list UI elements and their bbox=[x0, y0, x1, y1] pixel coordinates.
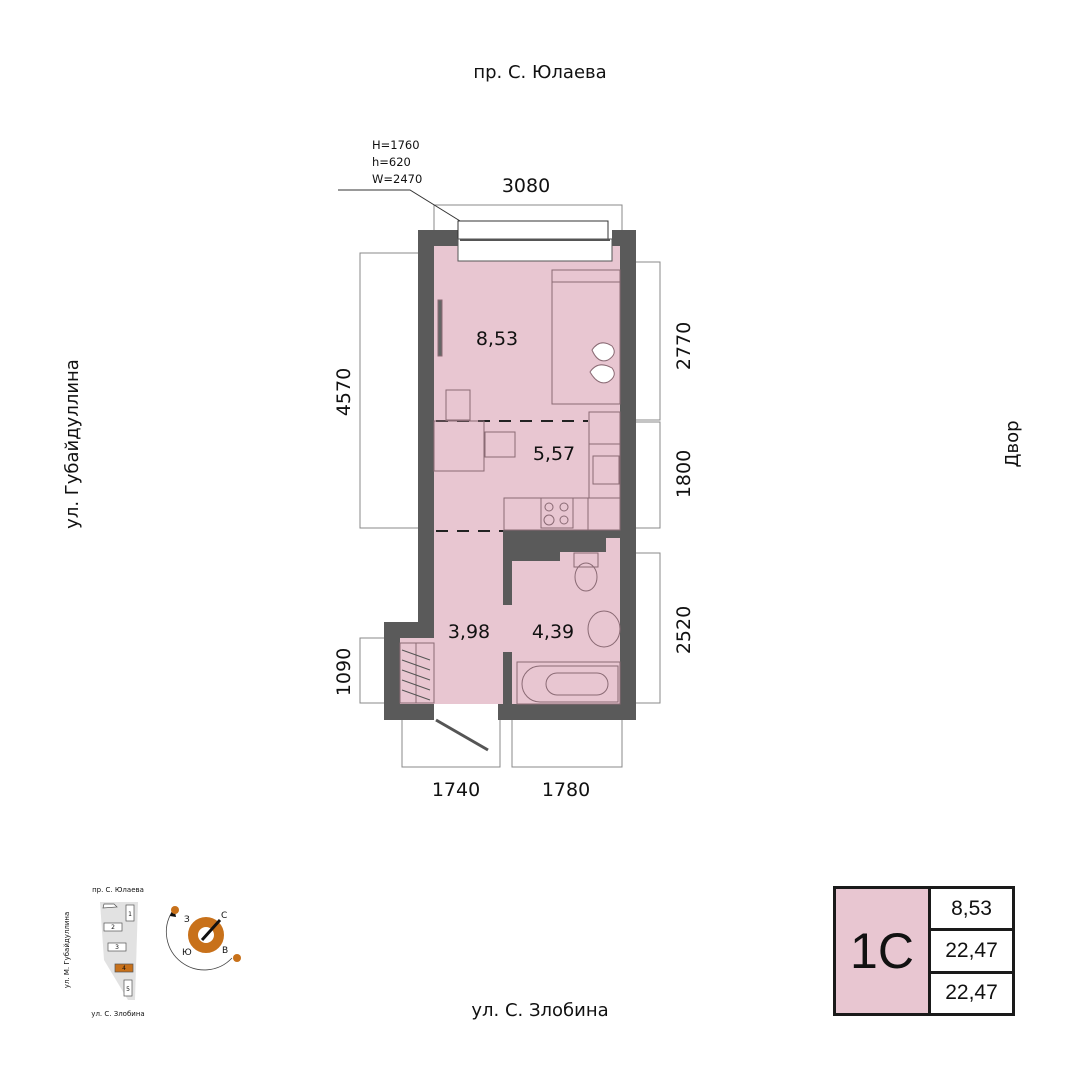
walls bbox=[384, 230, 636, 720]
dim-bottom-1: 1740 bbox=[432, 779, 480, 801]
dim-left-main: 4570 bbox=[333, 368, 355, 416]
site-top-street: пр. С. Юлаева bbox=[92, 886, 144, 894]
table bbox=[433, 420, 485, 472]
building-3: 3 bbox=[115, 944, 119, 951]
living-area-value: 8,53 bbox=[931, 889, 1012, 932]
dim-bottom-2: 1780 bbox=[542, 779, 590, 801]
building-2: 2 bbox=[111, 924, 115, 931]
entrance-door bbox=[435, 718, 489, 752]
window-note-h: h=620 bbox=[372, 155, 411, 169]
building-1: 1 bbox=[128, 911, 132, 918]
washbasin-icon bbox=[587, 610, 621, 648]
chair bbox=[445, 389, 471, 421]
apartment-legend: 1С 8,53 22,47 22,47 bbox=[833, 886, 1015, 1016]
dimension-lines bbox=[338, 189, 661, 768]
tv bbox=[437, 299, 443, 357]
street-top: пр. С. Юлаева bbox=[473, 62, 606, 83]
room-area-kitchen: 5,57 bbox=[533, 443, 575, 465]
north-arrow-icon bbox=[200, 918, 222, 942]
room-area-bathroom: 4,39 bbox=[532, 621, 574, 643]
window bbox=[457, 220, 613, 262]
sun-rise-icon bbox=[233, 954, 241, 962]
total-area-value-2: 22,47 bbox=[945, 981, 998, 1005]
dim-right-1: 2770 bbox=[673, 322, 695, 370]
site-left-street: ул. М. Губайдуллина bbox=[63, 912, 71, 988]
furniture bbox=[399, 269, 621, 752]
street-left: ул. Губайдуллина bbox=[62, 359, 83, 529]
compass-north: С bbox=[221, 911, 227, 921]
pillow bbox=[591, 342, 615, 362]
site-bottom-street: ул. С. Злобина bbox=[91, 1010, 144, 1018]
stove-icon bbox=[540, 497, 574, 529]
total-area-value: 22,47 bbox=[931, 931, 1012, 974]
bed bbox=[551, 269, 621, 405]
site-plan: пр. С. Юлаева ул. С. Злобина ул. М. Губа… bbox=[63, 886, 145, 1018]
sink-icon bbox=[592, 455, 620, 485]
toilet-icon bbox=[574, 562, 598, 592]
dim-left-small: 1090 bbox=[333, 648, 355, 696]
street-bottom: ул. С. Злобина bbox=[471, 1000, 608, 1021]
compass-east: В bbox=[222, 946, 228, 956]
dim-right-3: 2520 bbox=[673, 606, 695, 654]
wardrobe bbox=[399, 642, 435, 704]
apartment-type: 1С bbox=[836, 889, 931, 1013]
bathtub-icon bbox=[516, 661, 621, 705]
compass-west: З bbox=[184, 915, 190, 925]
building-5: 5 bbox=[126, 986, 130, 993]
room-area-living: 8,53 bbox=[476, 328, 518, 350]
sun-set-icon bbox=[171, 906, 179, 914]
yard-label: Двор bbox=[1002, 420, 1023, 467]
chair bbox=[484, 431, 516, 458]
building-4-highlighted: 4 bbox=[122, 965, 126, 972]
window-note-H: H=1760 bbox=[372, 138, 420, 152]
compass-south: Ю bbox=[182, 948, 192, 958]
dim-top: 3080 bbox=[502, 175, 550, 197]
pillow bbox=[589, 364, 615, 384]
dim-right-2: 1800 bbox=[673, 450, 695, 498]
toilet-tank bbox=[573, 552, 599, 568]
room-area-hall: 3,98 bbox=[448, 621, 490, 643]
window-note-W: W=2470 bbox=[372, 172, 422, 186]
compass: С З Ю В bbox=[165, 906, 241, 971]
